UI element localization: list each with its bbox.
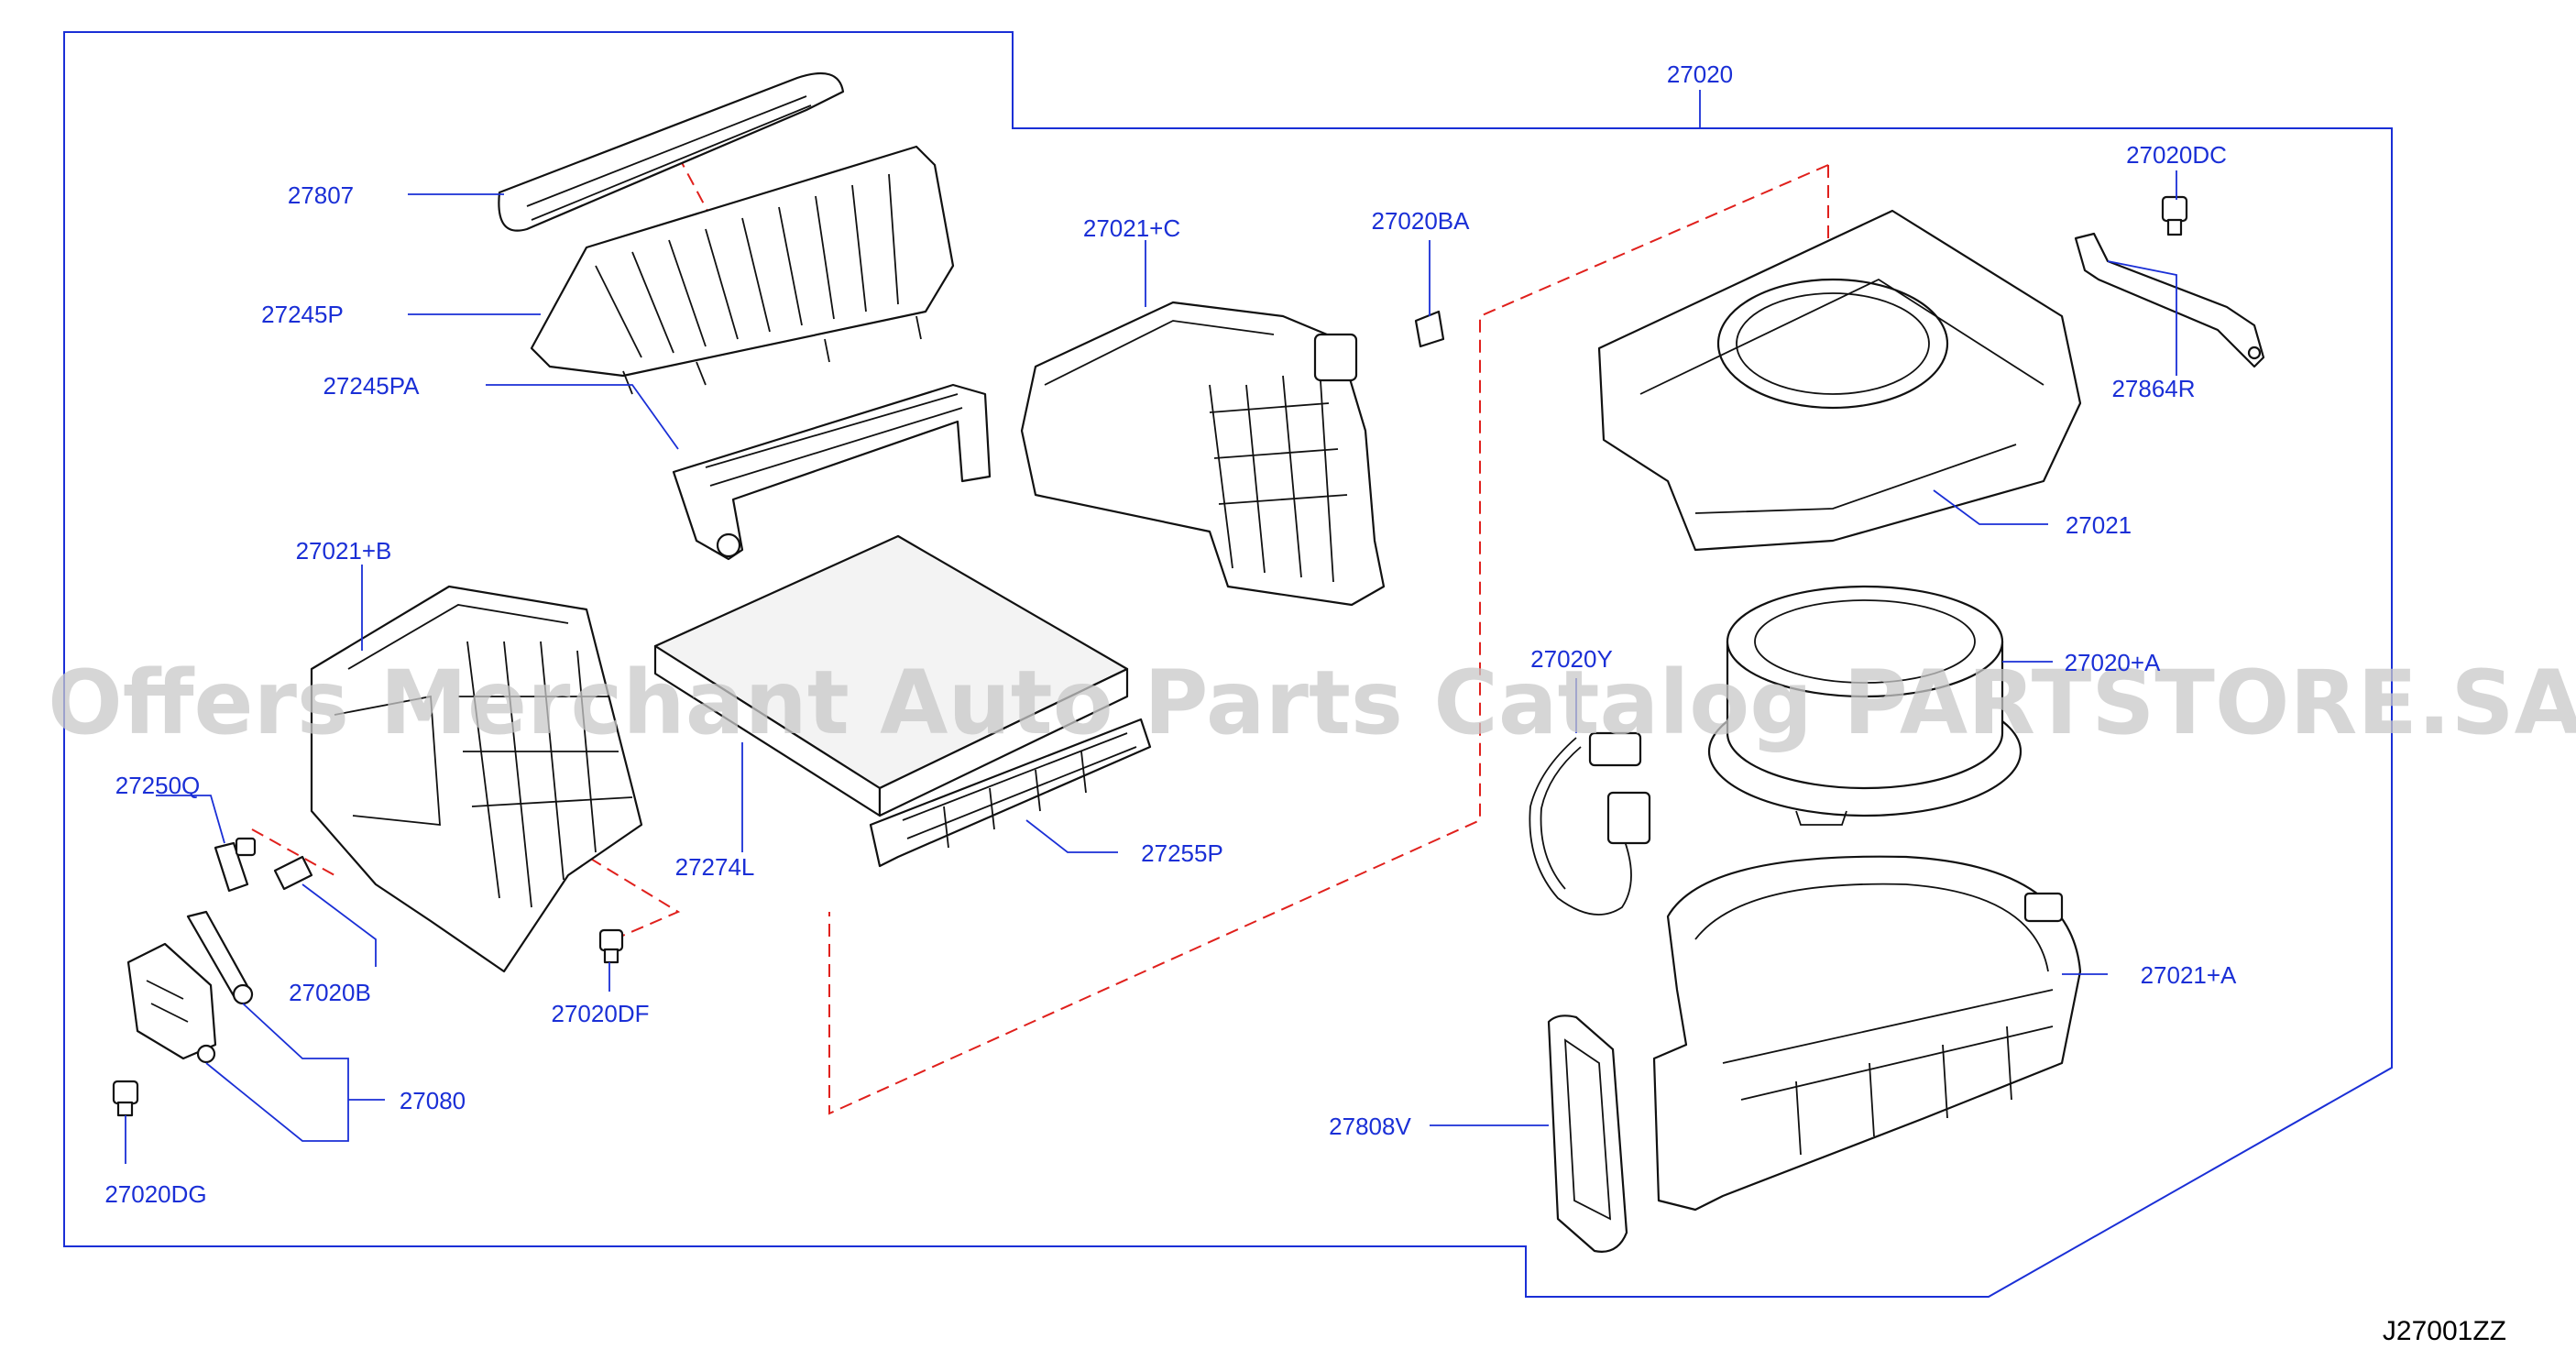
bracket-part xyxy=(2074,232,2265,368)
blower-upper-case-part xyxy=(1597,209,2082,552)
leader-27021 xyxy=(1933,489,2048,525)
seal-ring-part xyxy=(498,71,845,232)
actuator-part xyxy=(126,910,254,1064)
duct-part xyxy=(672,383,992,561)
callout-27020BA: 27020BA xyxy=(1372,207,1471,235)
callout-27020Y: 27020Y xyxy=(1530,645,1613,673)
assembly-label: 27020 xyxy=(1667,60,1733,88)
callout-27807: 27807 xyxy=(288,181,354,209)
callout-27020A: 27020+A xyxy=(2065,649,2161,676)
callout-27021: 27021 xyxy=(2066,511,2132,539)
callout-27245PA: 27245PA xyxy=(323,372,420,400)
lower-case-part xyxy=(310,585,643,973)
callout-27021B: 27021+B xyxy=(296,537,392,565)
wiring-harness-part xyxy=(1529,731,1651,916)
air-filter-part xyxy=(653,534,1129,817)
leader-27020B xyxy=(301,883,377,967)
leader-27864R xyxy=(2107,260,2177,376)
upper-case-part xyxy=(1020,301,1386,607)
callout-27021C: 27021+C xyxy=(1083,214,1180,242)
watermark-text: Offers Merchant Auto Parts Catalog PARTS… xyxy=(48,652,2576,754)
callout-27020DG: 27020DG xyxy=(104,1180,206,1208)
callout-27864R: 27864R xyxy=(2111,375,2195,402)
callout-27250Q: 27250Q xyxy=(115,772,201,799)
drawing-code: J27001ZZ xyxy=(2383,1316,2506,1346)
screw-df-part xyxy=(598,928,624,964)
leader-27250Q xyxy=(156,795,225,844)
callout-27020DC: 27020DC xyxy=(2126,141,2227,169)
bolt-dc-part xyxy=(2161,195,2188,236)
callout-27274L: 27274L xyxy=(675,853,755,881)
dashed-guide-actuator xyxy=(572,847,681,940)
clip-b-part xyxy=(273,855,313,891)
dashed-guide-main xyxy=(828,164,1829,1115)
callout-27808V: 27808V xyxy=(1329,1113,1411,1140)
gasket-part xyxy=(1547,1015,1628,1253)
link-part xyxy=(214,837,257,893)
callout-27020DF: 27020DF xyxy=(552,1000,650,1027)
assembly-frame xyxy=(63,31,2393,1298)
scroll-case-part xyxy=(1652,855,2082,1212)
callout-27245P: 27245P xyxy=(261,301,344,328)
leader-27080 xyxy=(205,1003,385,1142)
callout-27255P: 27255P xyxy=(1141,839,1223,867)
leader-27245PA xyxy=(486,384,679,450)
callout-27020B: 27020B xyxy=(289,979,371,1006)
callout-27021A: 27021+A xyxy=(2141,961,2237,989)
dashed-guide-clip xyxy=(251,828,335,876)
callout-27080: 27080 xyxy=(400,1087,466,1114)
clip-ba-part xyxy=(1414,310,1445,348)
filter-frame-part xyxy=(869,718,1152,868)
blower-motor-part xyxy=(1707,585,2022,826)
intake-housing-part xyxy=(530,145,955,395)
leader-27255P xyxy=(1025,819,1118,853)
screw-dg-part xyxy=(112,1080,139,1117)
